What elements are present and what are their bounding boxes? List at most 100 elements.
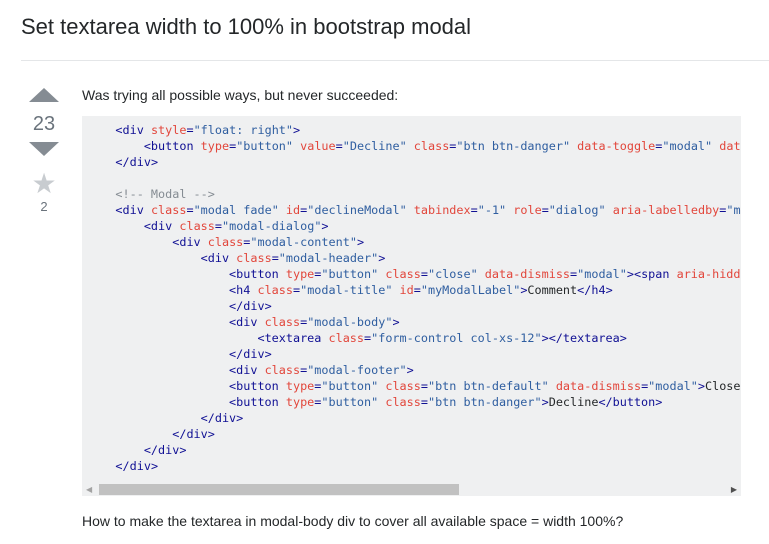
code-tag bbox=[87, 347, 229, 361]
code-attribute: aria-labelledby bbox=[612, 203, 720, 217]
code-line: <!-- Modal --> bbox=[87, 186, 741, 202]
code-tag: = bbox=[335, 139, 343, 153]
divider bbox=[21, 60, 769, 61]
code-tag bbox=[87, 331, 257, 345]
code-lines: <div style="float: right"> <button type=… bbox=[87, 122, 741, 474]
code-tag bbox=[87, 411, 201, 425]
code-tag: = bbox=[655, 139, 663, 153]
code-tag bbox=[87, 139, 144, 153]
code-attribute: type bbox=[200, 139, 230, 153]
code-tag: > bbox=[236, 411, 244, 425]
code-string: "btn btn-danger" bbox=[427, 395, 542, 409]
code-tag bbox=[144, 203, 151, 217]
code-tag: > bbox=[150, 459, 159, 473]
code-tag: </h4 bbox=[577, 283, 606, 297]
code-string: "button" bbox=[236, 139, 294, 153]
code-tag: = bbox=[271, 251, 279, 265]
code-tag: = bbox=[470, 203, 478, 217]
code-string: "btn btn-default" bbox=[427, 379, 549, 393]
code-tag bbox=[87, 427, 172, 441]
horizontal-scrollbar[interactable]: ◀ ▶ bbox=[82, 482, 741, 496]
code-tag bbox=[279, 379, 286, 393]
code-tag: </button bbox=[598, 395, 656, 409]
code-tag bbox=[87, 155, 115, 169]
code-attribute: class bbox=[385, 267, 421, 281]
code-tag: <button bbox=[229, 267, 279, 281]
code-string: "modal-header" bbox=[278, 251, 379, 265]
code-attribute: dat bbox=[719, 139, 741, 153]
scrollbar-thumb[interactable] bbox=[99, 484, 459, 495]
code-tag: > bbox=[293, 123, 301, 137]
code-tag: <h4 bbox=[229, 283, 251, 297]
code-line: </div> bbox=[87, 410, 741, 426]
code-string: "modal-dialog" bbox=[221, 219, 322, 233]
code-line: <div class="modal-body"> bbox=[87, 314, 741, 330]
code-string: "modal" bbox=[577, 267, 627, 281]
code-tag: > bbox=[356, 235, 365, 249]
code-tag: = bbox=[541, 203, 549, 217]
question-title[interactable]: Set textarea width to 100% in bootstrap … bbox=[21, 14, 472, 39]
code-tag: = bbox=[314, 395, 322, 409]
code-tag: = bbox=[413, 283, 421, 297]
code-tag bbox=[87, 219, 144, 233]
code-attribute: class bbox=[264, 363, 301, 377]
downvote-arrow-icon[interactable] bbox=[29, 142, 59, 156]
code-line: <div class="modal-footer"> bbox=[87, 362, 741, 378]
code-tag: > bbox=[264, 347, 272, 361]
code-attribute: id bbox=[399, 283, 414, 297]
code-tag bbox=[87, 363, 229, 377]
code-attribute: id bbox=[285, 203, 301, 217]
code-tag bbox=[87, 395, 229, 409]
code-line: <button type="button" class="btn btn-dan… bbox=[87, 394, 741, 410]
code-tag: > bbox=[378, 251, 386, 265]
code-tag: > bbox=[626, 267, 634, 281]
scroll-left-icon[interactable]: ◀ bbox=[86, 485, 93, 494]
vote-count: 23 bbox=[32, 113, 56, 135]
code-tag bbox=[407, 139, 414, 153]
code-tag: > bbox=[619, 331, 627, 345]
code-tag bbox=[87, 251, 201, 265]
code-string: "button" bbox=[321, 267, 379, 281]
code-tag bbox=[144, 123, 151, 137]
upvote-arrow-icon[interactable] bbox=[29, 88, 59, 102]
code-tag bbox=[392, 283, 399, 297]
code-tag: <button bbox=[229, 395, 279, 409]
code-tag: <div bbox=[229, 363, 258, 377]
code-tag bbox=[87, 235, 172, 249]
code-tag: <textarea bbox=[257, 331, 322, 345]
code-tag: > bbox=[150, 155, 159, 169]
code-attribute: class bbox=[257, 283, 293, 297]
favorite-star-icon[interactable]: ★ bbox=[31, 168, 57, 199]
code-attribute: aria-hidd bbox=[676, 267, 741, 281]
code-tag: = bbox=[641, 379, 649, 393]
code-attribute: style bbox=[150, 123, 187, 137]
code-tag: > bbox=[392, 315, 400, 329]
code-tag bbox=[87, 267, 229, 281]
code-line: <textarea class="form-control col-xs-12"… bbox=[87, 330, 741, 346]
code-tag: <button bbox=[143, 139, 194, 153]
code-tag: > bbox=[520, 283, 528, 297]
code-tag: </textarea bbox=[548, 331, 620, 345]
code-attribute: class bbox=[264, 315, 301, 329]
code-tag bbox=[87, 203, 115, 217]
scroll-right-icon[interactable]: ▶ bbox=[730, 485, 737, 494]
code-string: "modal" bbox=[662, 139, 713, 153]
code-tag bbox=[257, 363, 264, 377]
code-tag: </div bbox=[115, 155, 151, 169]
code-string: "modal-content" bbox=[250, 235, 357, 249]
code-tag bbox=[279, 267, 286, 281]
code-string: "modal fade" bbox=[193, 203, 279, 217]
code-tag bbox=[87, 299, 229, 313]
code-tag: = bbox=[214, 219, 222, 233]
code-attribute: type bbox=[285, 267, 315, 281]
code-tag: <div bbox=[200, 251, 230, 265]
code-attribute: type bbox=[285, 395, 315, 409]
code-tag: = bbox=[719, 203, 727, 217]
code-string: "button" bbox=[321, 379, 379, 393]
question-outro: How to make the textarea in modal-body d… bbox=[82, 513, 624, 529]
code-comment: <!-- Modal --> bbox=[115, 187, 215, 201]
code-tag bbox=[201, 235, 208, 249]
code-tag: > bbox=[207, 427, 215, 441]
code-line: <div class="modal-dialog"> bbox=[87, 218, 741, 234]
code-tag: </div bbox=[229, 299, 265, 313]
